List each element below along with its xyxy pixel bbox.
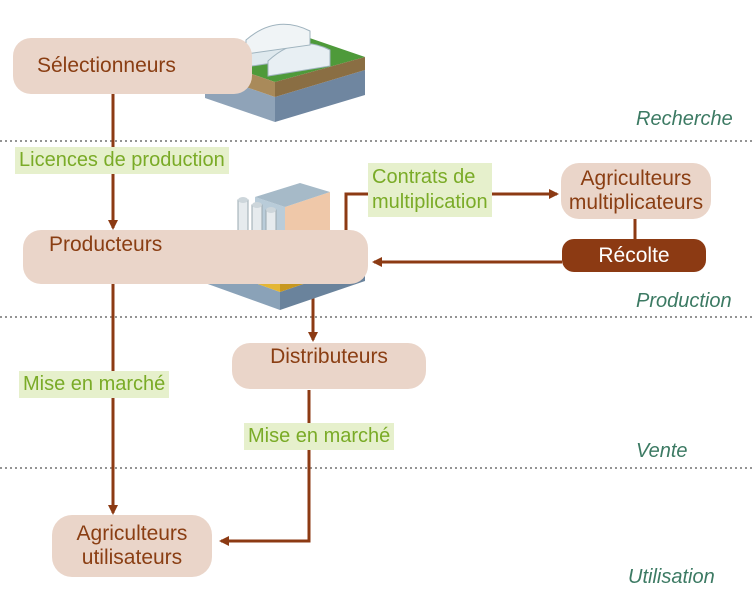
stage-label-vente: Vente	[636, 440, 688, 462]
edge-label-contrats: Contrats de multiplication	[368, 163, 492, 217]
edge-label-mise-en-marche-left-text: Mise en marché	[23, 373, 166, 395]
stage-label-production: Production	[636, 290, 732, 312]
node-distributeurs-label: Distributeurs	[270, 345, 388, 368]
node-selectionneurs-label: Sélectionneurs	[37, 54, 176, 77]
node-agriculteurs-multiplicateurs: Agriculteurs multiplicateurs	[561, 163, 711, 219]
edge-label-licences: Licences de production	[15, 147, 229, 174]
edge-label-licences-text: Licences de production	[19, 149, 225, 171]
edge-label-contrats-line1: Contrats de	[372, 166, 476, 188]
node-producteurs: Producteurs	[23, 230, 368, 284]
node-selectionneurs: Sélectionneurs	[13, 38, 252, 94]
edge-label-mise-en-marche-right-text: Mise en marché	[248, 425, 391, 447]
node-agri-mult-line2: multiplicateurs	[568, 191, 704, 214]
edge-label-mise-en-marche-right: Mise en marché	[244, 423, 395, 450]
node-agriculteurs-utilisateurs: Agriculteurs utilisateurs	[52, 515, 212, 577]
edge-label-mise-en-marche-left: Mise en marché	[19, 371, 170, 398]
stage-label-utilisation: Utilisation	[628, 566, 715, 588]
node-producteurs-label: Producteurs	[49, 233, 163, 256]
node-recolte: Récolte	[562, 239, 706, 272]
node-agri-mult-line1: Agriculteurs	[580, 167, 692, 190]
node-distributeurs: Distributeurs	[232, 343, 426, 389]
edge-label-contrats-line2: multiplication	[372, 191, 488, 213]
node-recolte-label: Récolte	[598, 243, 670, 267]
node-agri-util-line1: Agriculteurs	[76, 522, 188, 545]
arrow-distributeurs-utilisateurs	[219, 390, 311, 546]
node-agri-util-line2: utilisateurs	[81, 546, 183, 569]
stage-label-recherche: Recherche	[636, 108, 733, 130]
